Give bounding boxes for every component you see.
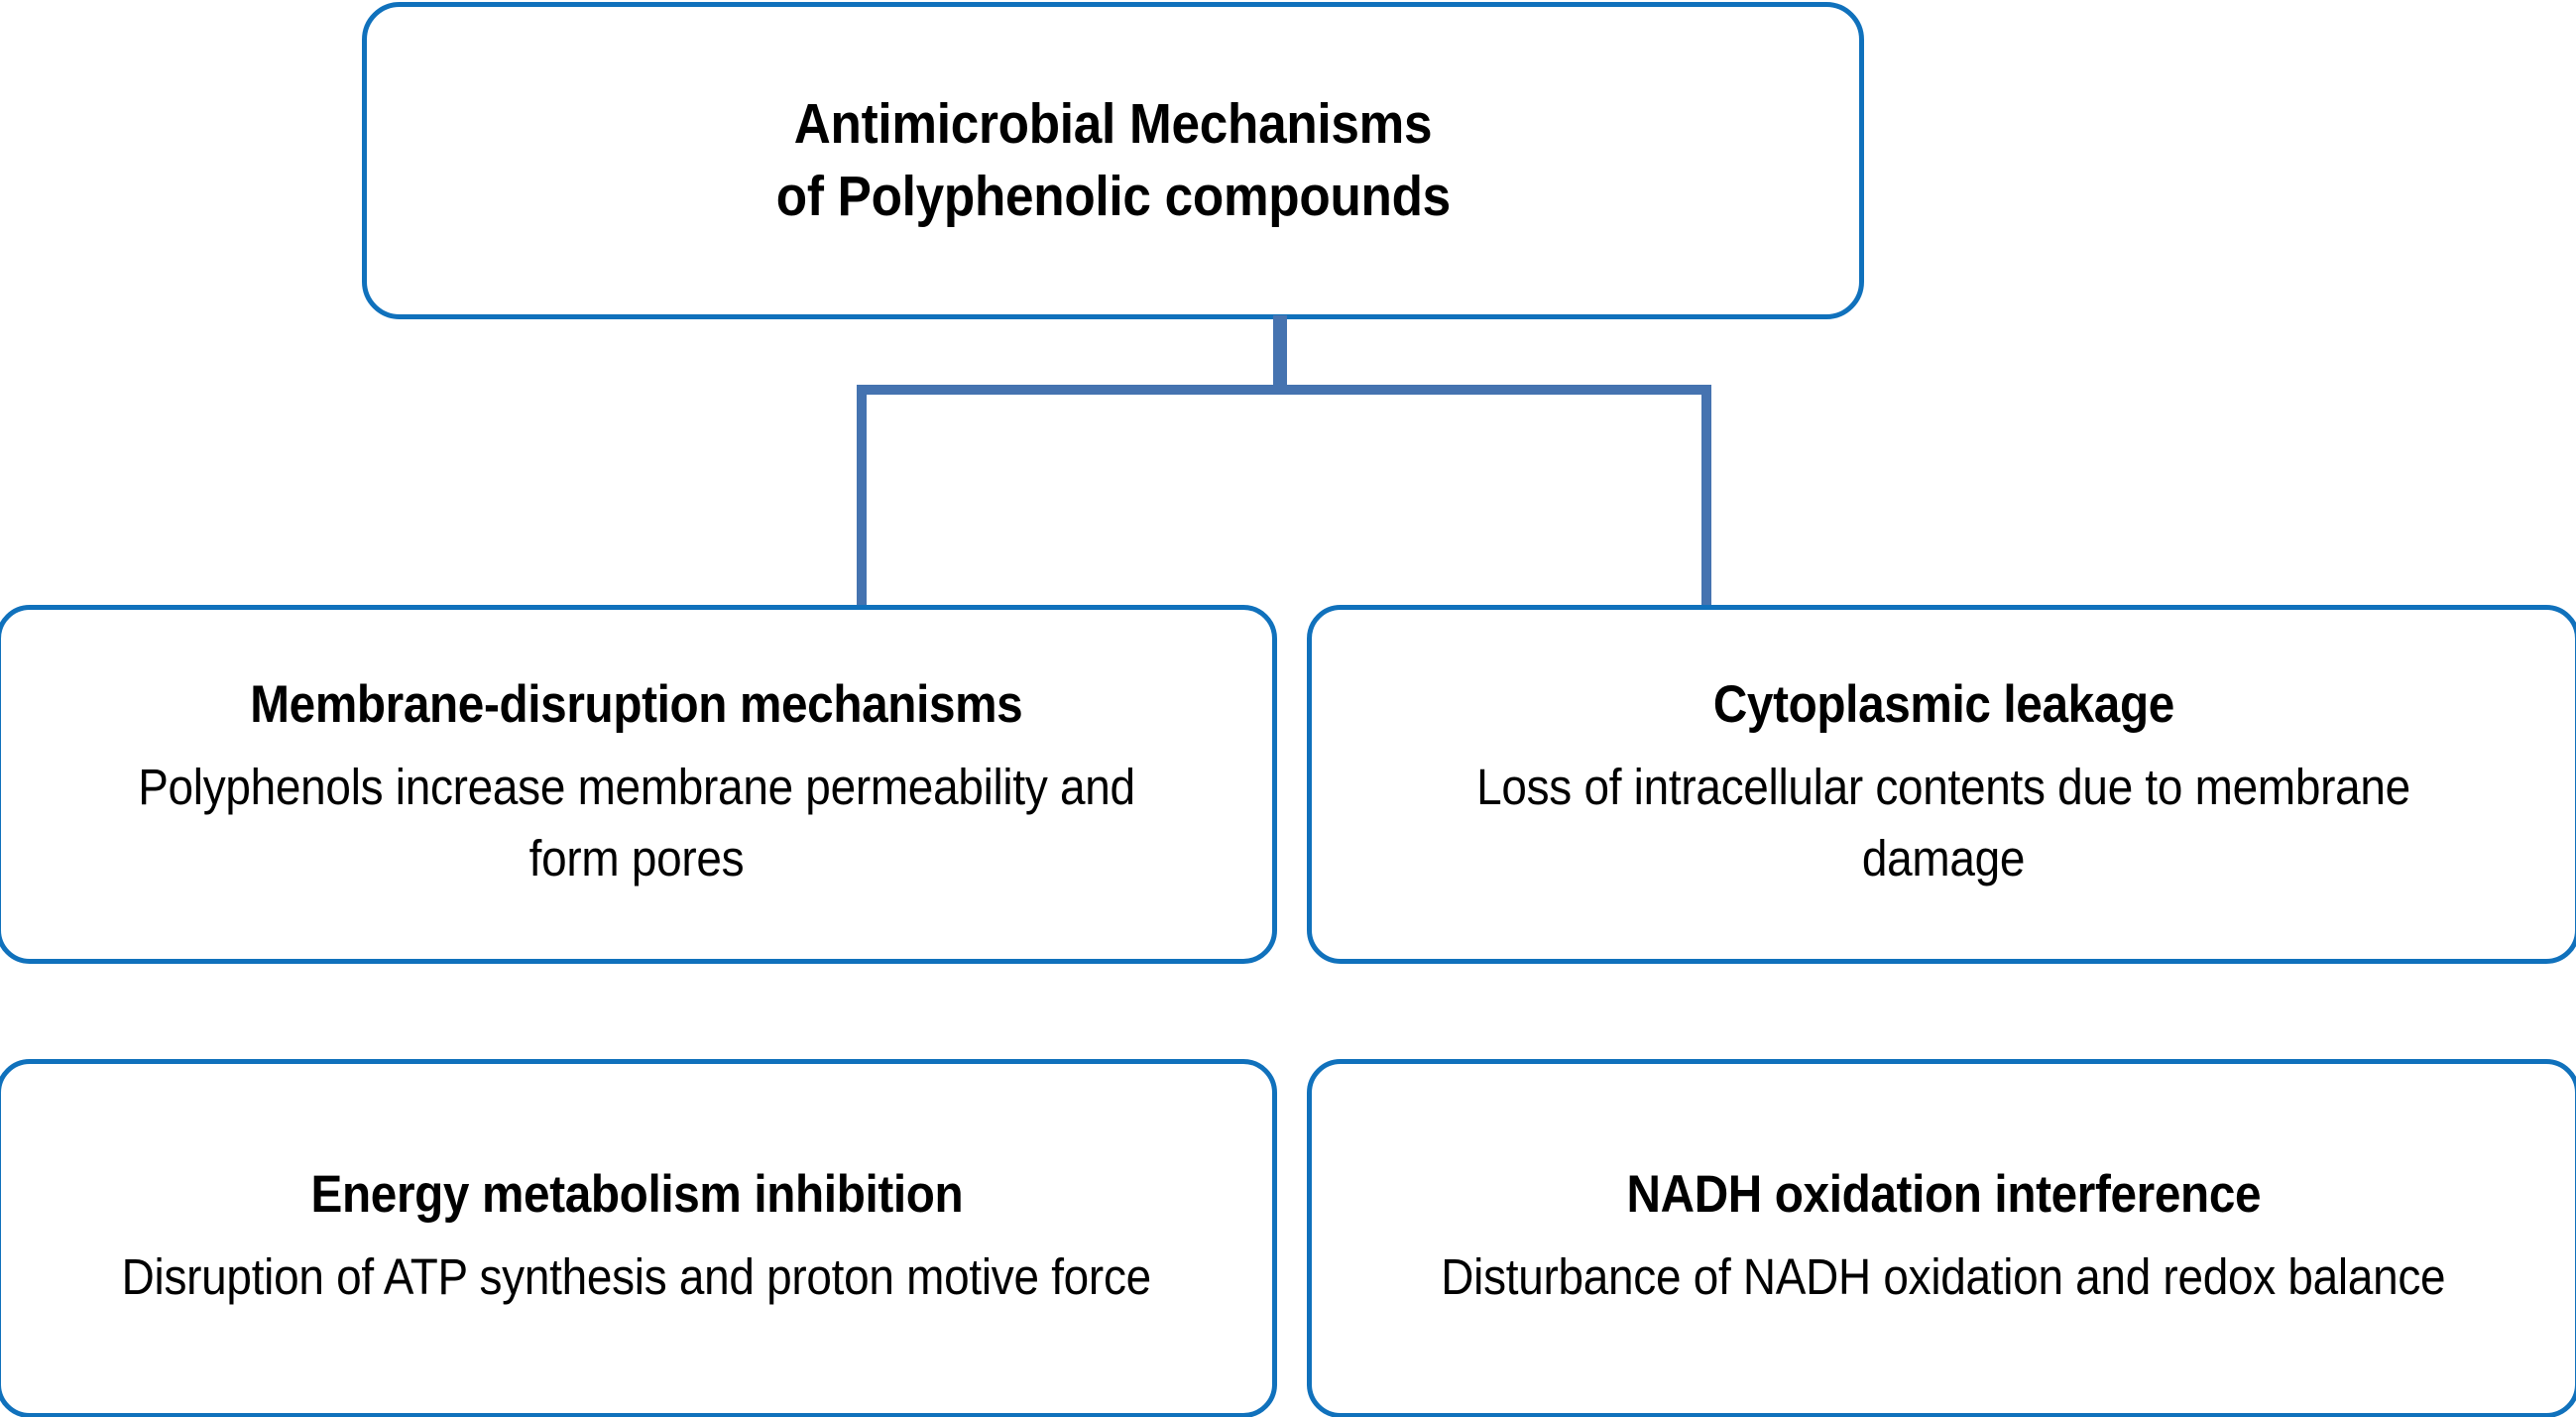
node-membrane-disruption-mechanisms: Membrane-disruption mechanisms Polypheno… xyxy=(0,605,1277,964)
connector-drop-left xyxy=(857,385,867,609)
node-heading: Cytoplasmic leakage xyxy=(1712,675,2174,735)
node-nadh-oxidation-interference: NADH oxidation interference Disturbance … xyxy=(1307,1059,2576,1417)
node-description: Disturbance of NADH oxidation and redox … xyxy=(1441,1248,2446,1306)
root-title-line-2: of Polyphenolic compounds xyxy=(775,165,1451,228)
node-energy-metabolism-inhibition: Energy metabolism inhibition Disruption … xyxy=(0,1059,1277,1417)
root-title-line-1: Antimicrobial Mechanisms xyxy=(793,92,1433,157)
node-description: Disruption of ATP synthesis and proton m… xyxy=(121,1248,1152,1306)
node-heading: Membrane-disruption mechanisms xyxy=(250,675,1023,735)
node-heading: NADH oxidation interference xyxy=(1626,1165,2261,1225)
node-antimicrobial-mechanisms: Antimicrobial Mechanisms of Polyphenolic… xyxy=(362,2,1864,319)
connector-drop-right xyxy=(1701,385,1711,609)
node-heading: Energy metabolism inhibition xyxy=(310,1165,963,1225)
connector-stem-root xyxy=(1273,315,1287,395)
node-description: Polyphenols increase membrane permeabili… xyxy=(138,758,1135,887)
node-cytoplasmic-leakage: Cytoplasmic leakage Loss of intracellula… xyxy=(1307,605,2576,964)
node-description: Loss of intracellular contents due to me… xyxy=(1476,758,2410,887)
connector-horizontal-bar xyxy=(857,385,1711,395)
